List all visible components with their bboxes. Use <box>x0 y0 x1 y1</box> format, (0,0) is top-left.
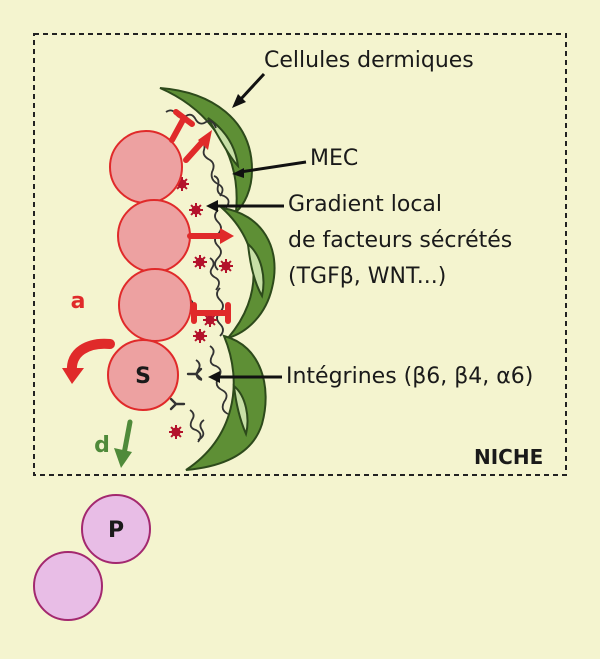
label-ecm: MEC <box>310 146 359 171</box>
callout-lines <box>206 72 307 383</box>
dermal-cell-2-nucleus <box>246 241 265 299</box>
progenitor-cell-2 <box>33 551 103 621</box>
dermal-cell-3-nucleus <box>232 383 249 438</box>
self-renewal-arrow <box>62 338 115 384</box>
stem-cell-letter: S <box>135 364 151 389</box>
stem-cell-column: S <box>107 130 192 411</box>
signaling-arrows <box>169 109 234 324</box>
progenitor-cell-letter: P <box>108 518 124 543</box>
label-niche: NICHE <box>474 445 544 469</box>
stem-cell-2 <box>117 199 191 273</box>
differentiation-label: d <box>94 433 110 458</box>
label-integrins: Intégrines (β6, β4, α6) <box>286 364 534 389</box>
progenitor-cell-p <box>81 494 151 564</box>
label-gradient-line-3: (TGFβ, WNT...) <box>288 264 447 289</box>
secreted-factor-7 <box>169 425 183 439</box>
self-renewal-label: a <box>71 289 86 314</box>
secreted-factor-6 <box>193 329 207 343</box>
secreted-factor-3 <box>193 255 207 269</box>
differentiation-arrow <box>114 419 133 468</box>
stem-cell-s <box>107 339 179 411</box>
secreted-factor-8 <box>203 313 217 327</box>
progenitor-cells: P <box>33 494 151 621</box>
niche-boundary <box>33 33 567 476</box>
label-gradient-line-2: de facteurs sécrétés <box>288 228 513 253</box>
dermal-cell-3 <box>185 334 267 471</box>
secreted-factor-4 <box>219 259 233 273</box>
dermal-cell-1-nucleus <box>207 117 240 169</box>
label-gradient-line-1: Gradient local <box>288 192 443 217</box>
label-dermal-cells: Cellules dermiques <box>264 48 474 73</box>
dermal-cells <box>159 87 276 471</box>
secreted-factor-2 <box>189 203 203 217</box>
stem-cell-3 <box>118 268 192 342</box>
